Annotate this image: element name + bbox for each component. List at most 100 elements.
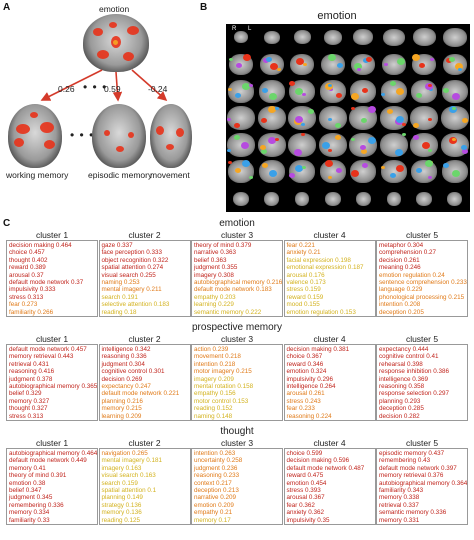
term-item: intention 0.208 (379, 301, 421, 309)
activation-blob (327, 83, 332, 87)
activation-blob (395, 165, 404, 173)
term-item: visual search 0.163 (101, 472, 156, 480)
brain-slice (383, 28, 405, 46)
cluster-header: cluster 5 (405, 230, 439, 240)
brain-slice (323, 29, 342, 45)
activation-blob (295, 165, 304, 173)
brain-slice (295, 191, 310, 206)
cluster-header: cluster 2 (128, 334, 161, 344)
term-item: visual search 0.255 (101, 271, 156, 279)
activation-blob (303, 62, 308, 66)
brain-slice (318, 132, 347, 158)
activation-blob (301, 133, 306, 137)
term-item: belief 0.347 (9, 487, 42, 495)
term-item: decision making 0.464 (9, 242, 72, 249)
cluster-header: cluster 1 (35, 438, 69, 448)
term-item: deception 0.205 (379, 308, 424, 316)
term-item: decision making 0.596 (286, 457, 350, 465)
activation-blob (386, 109, 393, 115)
activation-blob (335, 92, 342, 98)
term-item: memory 0.338 (379, 494, 420, 502)
activation-blob (242, 160, 251, 168)
term-item: intention 0.218 (194, 360, 236, 368)
term-item: intelligence 0.369 (379, 375, 429, 383)
term-item: remembering 0.43 (379, 457, 431, 465)
activation-blob (265, 57, 272, 63)
activation-blob (267, 106, 276, 114)
activation-blob (260, 117, 267, 123)
term-item: belief 0.363 (194, 256, 227, 264)
term-item: reasoning 0.416 (9, 368, 55, 376)
term-item: decision 0.269 (101, 375, 143, 383)
activation-blob (334, 122, 341, 128)
term-item: default mode network 0.487 (286, 464, 365, 472)
term-item: cognitive control 0.41 (379, 353, 439, 361)
term-item: arousal 0.367 (286, 494, 325, 502)
activation-blob (395, 87, 404, 95)
term-item: choice 0.599 (286, 450, 323, 457)
activation-blob (451, 170, 460, 178)
term-item: navigation 0.265 (101, 450, 148, 457)
activation-blob (428, 148, 433, 152)
cluster-header: cluster 2 (128, 230, 161, 240)
brain-slice (288, 132, 317, 158)
activation-blob (302, 92, 307, 96)
term-item: metaphor 0.304 (379, 242, 424, 249)
cluster-header: cluster 3 (220, 438, 254, 448)
activation-blob (460, 145, 467, 151)
term-item: reward 0.475 (286, 472, 324, 480)
activation-blob (267, 137, 276, 145)
activation-blob (268, 92, 277, 100)
activation-blob (351, 138, 356, 142)
activation-blob (236, 62, 243, 68)
term-item: arousal 0.37 (9, 271, 44, 279)
cluster-header: cluster 4 (313, 438, 346, 448)
term-item: decision making 0.381 (286, 346, 350, 353)
activation-blob (259, 145, 266, 151)
term-item: narrative 0.363 (194, 249, 237, 257)
activation-blob (242, 82, 251, 90)
brain-slice (228, 160, 255, 184)
term-item: arousal 0.176 (286, 271, 325, 279)
term-item: stress 0.313 (9, 293, 44, 301)
brain-slice (351, 53, 376, 76)
term-item: default mode network 0.37 (9, 279, 84, 287)
term-item: thought 0.402 (9, 256, 48, 264)
activation-blob (428, 176, 433, 180)
brain-slice (410, 132, 439, 158)
activation-blob (302, 166, 307, 170)
activation-blob (360, 145, 367, 151)
brain-slice (258, 79, 285, 103)
term-item: cognitive control 0.301 (101, 368, 165, 376)
activation-blob (261, 163, 268, 169)
term-item: familiarity 0.33 (9, 516, 50, 524)
brain-slice (386, 191, 401, 206)
brain-slice (264, 30, 280, 44)
term-item: judgment 0.355 (194, 264, 238, 272)
term-item: uncertainty 0.258 (194, 457, 243, 465)
brain-slice (349, 105, 378, 131)
cluster-header: cluster 4 (313, 334, 346, 344)
brain-slice (227, 132, 256, 158)
term-item: learning 0.209 (101, 412, 142, 420)
cluster-header: cluster 4 (313, 230, 346, 240)
term-item: memory 0.334 (9, 509, 50, 517)
term-item: reasoning 0.336 (101, 353, 147, 361)
section-title: emotion (219, 218, 255, 229)
activation-blob (327, 148, 332, 152)
activation-blob (274, 107, 279, 111)
weight-episodic-memory: 0.59 (104, 84, 121, 94)
term-item: memory 0.136 (101, 509, 142, 517)
brain-slice (257, 132, 286, 158)
panel-a: emotion 0.26 • • • 0.59 -0.24 • • • (0, 0, 194, 210)
term-item: familiarity 0.266 (9, 308, 54, 316)
brain-slice (381, 53, 406, 76)
activation-blob (261, 87, 268, 93)
top-brain-label: emotion (99, 4, 130, 14)
